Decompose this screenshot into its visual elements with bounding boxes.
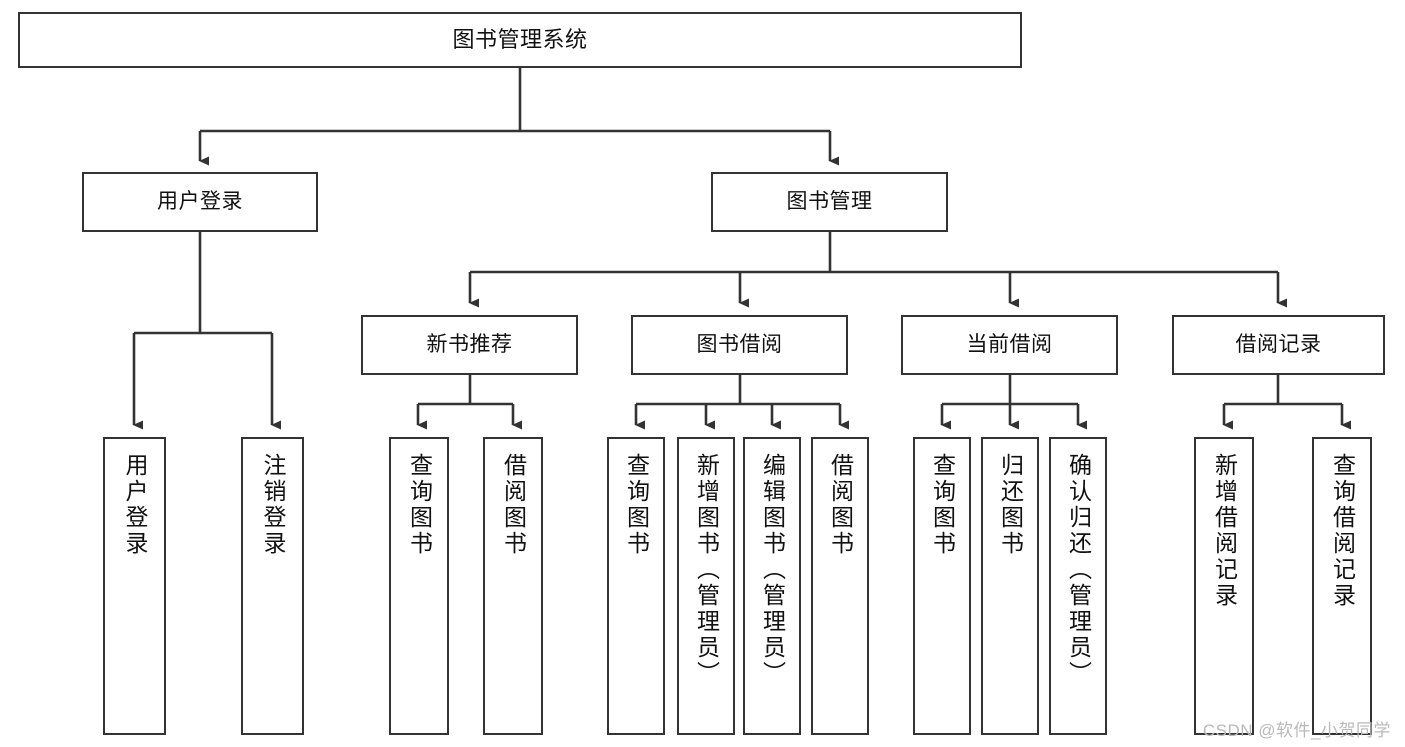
node-book-management[interactable]: 图书管理 (711, 172, 948, 232)
leaf-query-book-borrow[interactable]: 查询图书 (607, 437, 665, 735)
leaf-confirm-return-admin[interactable]: 确认归还（管理员） (1049, 437, 1107, 735)
leaf-add-borrow-record[interactable]: 新增借阅记录 (1194, 437, 1254, 735)
leaf-return-book[interactable]: 归还图书 (981, 437, 1039, 735)
node-root-system[interactable]: 图书管理系统 (18, 12, 1022, 68)
node-label: 确认归还（管理员） (1065, 453, 1092, 687)
node-label: 用户登录 (157, 189, 243, 213)
leaf-borrow-book-new[interactable]: 借阅图书 (483, 437, 543, 735)
node-book-borrow[interactable]: 图书借阅 (631, 315, 848, 375)
leaf-query-borrow-record[interactable]: 查询借阅记录 (1312, 437, 1372, 735)
watermark-text: CSDN @软件_小贺同学 (1202, 721, 1391, 740)
node-label: 查询借阅记录 (1329, 453, 1356, 609)
node-current-borrow[interactable]: 当前借阅 (901, 315, 1118, 375)
node-label: 图书借阅 (696, 332, 783, 356)
node-label: 当前借阅 (966, 332, 1053, 356)
node-label: 查询图书 (406, 453, 433, 557)
node-label: 新增图书（管理员） (693, 453, 720, 687)
leaf-add-book-admin[interactable]: 新增图书（管理员） (677, 437, 735, 735)
leaf-edit-book-admin[interactable]: 编辑图书（管理员） (743, 437, 801, 735)
node-label: 借阅图书 (500, 453, 527, 557)
leaf-borrow-book[interactable]: 借阅图书 (811, 437, 869, 735)
node-label: 查询图书 (623, 453, 650, 557)
node-new-book-recommend[interactable]: 新书推荐 (361, 315, 578, 375)
node-label: 图书管理 (786, 189, 873, 213)
node-label: 编辑图书（管理员） (759, 453, 786, 687)
node-label: 新书推荐 (426, 332, 513, 356)
node-label: 查询图书 (929, 453, 956, 557)
node-label: 新增借阅记录 (1211, 453, 1238, 609)
leaf-query-book-current[interactable]: 查询图书 (913, 437, 971, 735)
node-label: 注销登录 (260, 453, 286, 557)
leaf-query-book-new[interactable]: 查询图书 (389, 437, 449, 735)
node-label: 归还图书 (997, 453, 1024, 557)
node-label: 借阅记录 (1235, 332, 1322, 356)
node-label: 图书管理系统 (452, 27, 588, 53)
leaf-logout-login[interactable]: 注销登录 (241, 437, 304, 735)
node-label: 借阅图书 (827, 453, 854, 557)
node-user-login[interactable]: 用户登录 (82, 172, 318, 232)
node-label: 用户登录 (122, 453, 148, 557)
leaf-user-login[interactable]: 用户登录 (103, 437, 166, 735)
node-borrow-record[interactable]: 借阅记录 (1172, 315, 1385, 375)
